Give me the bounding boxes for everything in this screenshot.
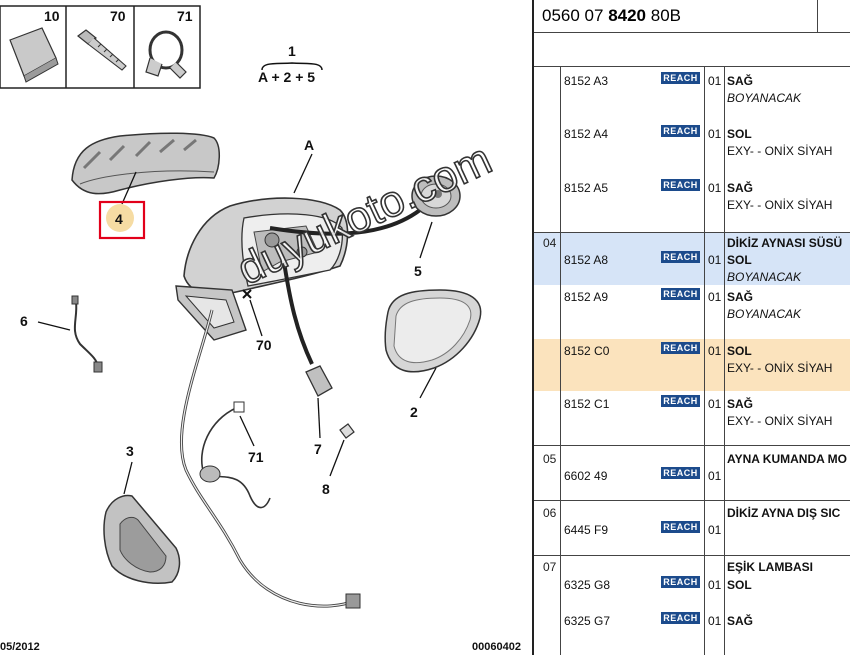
desc-side: SAĞ [727, 181, 754, 195]
mirror-glass-part-2 [384, 289, 482, 373]
mirror-cover-cap-part-4 [71, 132, 220, 195]
reach-badge: REACH [661, 288, 700, 300]
reach-badge: REACH [661, 72, 700, 84]
quantity: 01 [708, 74, 722, 88]
part-number[interactable]: 8152 A9 [564, 290, 609, 304]
reach-badge: REACH [661, 521, 700, 533]
part-number[interactable]: 6325 G7 [564, 614, 611, 628]
group-number: 05 [543, 452, 557, 466]
mirror-motor-part-5 [269, 175, 461, 236]
callout-5: 5 [414, 263, 422, 279]
group-title: DİKİZ AYNA DIŞ SIC [727, 506, 841, 520]
callout-8: 8 [322, 481, 330, 497]
screw-icon [77, 29, 127, 71]
bulb-part-8 [339, 423, 355, 439]
adhesive-pad-icon [9, 27, 59, 83]
desc-color: BOYANACAK [727, 270, 802, 284]
assembly-formula: 1 A + 2 + 5 [258, 43, 323, 85]
desc-color: EXY- - ONİX SİYAH [727, 198, 833, 212]
ref-suffix: 80B [650, 6, 681, 25]
reach-badge: REACH [661, 395, 700, 407]
group-number: 07 [543, 560, 557, 574]
desc-color: EXY- - ONİX SİYAH [727, 414, 833, 428]
quantity: 01 [708, 290, 722, 304]
desc-side: SAĞ [727, 290, 754, 304]
callout-70: 70 [256, 337, 272, 353]
part-number[interactable]: 6445 F9 [564, 523, 609, 537]
reach-badge: REACH [661, 179, 700, 191]
desc-side: SAĞ [727, 74, 754, 88]
part-number[interactable]: 8152 C1 [564, 397, 610, 411]
group-title: EŞİK LAMBASI [727, 560, 814, 574]
quantity: 01 [708, 614, 722, 628]
table-header: 0560 07 8420 80B [534, 0, 850, 33]
quantity: 01 [708, 469, 722, 483]
parts-table: 0560 07 8420 80B 8152 A3 REACH 01 SAĞ BO… [532, 0, 850, 655]
cable-clip-icon [145, 30, 187, 79]
desc-color: EXY- - ONİX SİYAH [727, 361, 833, 375]
callout-3: 3 [126, 443, 134, 459]
reach-badge: REACH [661, 612, 700, 624]
part-number[interactable]: 6602 49 [564, 469, 608, 483]
reach-badge: REACH [661, 576, 700, 588]
callout-4-highlight [98, 200, 146, 240]
desc-color: BOYANACAK [727, 307, 802, 321]
quantity: 01 [708, 344, 722, 358]
part-number[interactable]: 8152 A4 [564, 127, 609, 141]
group-number: 06 [543, 506, 557, 520]
desc-color: BOYANACAK [727, 91, 802, 105]
wiring-harness [179, 309, 361, 609]
thumbnail-strip: 10 70 71 [0, 5, 201, 89]
quantity: 01 [708, 397, 722, 411]
callout-70-cross [242, 289, 252, 299]
diagram-number: 00060402 [472, 641, 521, 653]
part-number[interactable]: 6325 G8 [564, 578, 611, 592]
part-number[interactable]: 8152 C0 [564, 344, 610, 358]
diagram-date: 05/2012 [0, 641, 40, 653]
ref-bold: 8420 [608, 6, 647, 25]
reach-badge: REACH [661, 467, 700, 479]
thumb-70-label: 70 [110, 8, 126, 24]
reference-code: 0560 07 8420 80B [542, 6, 681, 26]
quantity: 01 [708, 127, 722, 141]
callout-6: 6 [20, 313, 28, 329]
part-number[interactable]: 8152 A8 [564, 253, 609, 267]
thumb-10-label: 10 [44, 8, 60, 24]
reach-badge: REACH [661, 125, 700, 137]
ref-prefix: 0560 07 [542, 6, 604, 25]
quantity: 01 [708, 181, 722, 195]
reach-badge: REACH [661, 342, 700, 354]
part-number[interactable]: 8152 A3 [564, 74, 609, 88]
callout-4: 4 [115, 211, 123, 227]
group-title: DİKİZ AYNASI SÜSÜ [727, 236, 843, 250]
callout-7: 7 [314, 441, 322, 457]
callout-a: A [304, 137, 314, 153]
lower-cover-part-3 [103, 494, 181, 584]
callout-71: 71 [248, 449, 264, 465]
desc-side: SOL [727, 344, 752, 358]
desc-side: SOL [727, 253, 752, 267]
part-number[interactable]: 8152 A5 [564, 181, 609, 195]
quantity: 01 [708, 523, 722, 537]
desc-color: EXY- - ONİX SİYAH [727, 144, 833, 158]
heater-wire-part-6 [71, 295, 103, 373]
exploded-parts-diagram: 10 70 71 1 A + 2 + 5 4 [0, 5, 521, 653]
assembly-formula-text: A + 2 + 5 [258, 69, 315, 85]
table-subheader [534, 32, 850, 67]
callout-2: 2 [410, 404, 418, 420]
quantity: 01 [708, 578, 722, 592]
reach-badge: REACH [661, 251, 700, 263]
desc-side: SAĞ [727, 397, 754, 411]
assembly-number: 1 [288, 43, 296, 59]
desc-side: SAĞ [727, 614, 754, 628]
group-number: 04 [543, 236, 557, 250]
quantity: 01 [708, 253, 722, 267]
group-title: AYNA KUMANDA MO [727, 452, 847, 466]
desc-side: SOL [727, 578, 752, 592]
desc-side: SOL [727, 127, 752, 141]
thumb-71-label: 71 [177, 8, 193, 24]
puddle-lamp-part-7 [282, 261, 333, 397]
